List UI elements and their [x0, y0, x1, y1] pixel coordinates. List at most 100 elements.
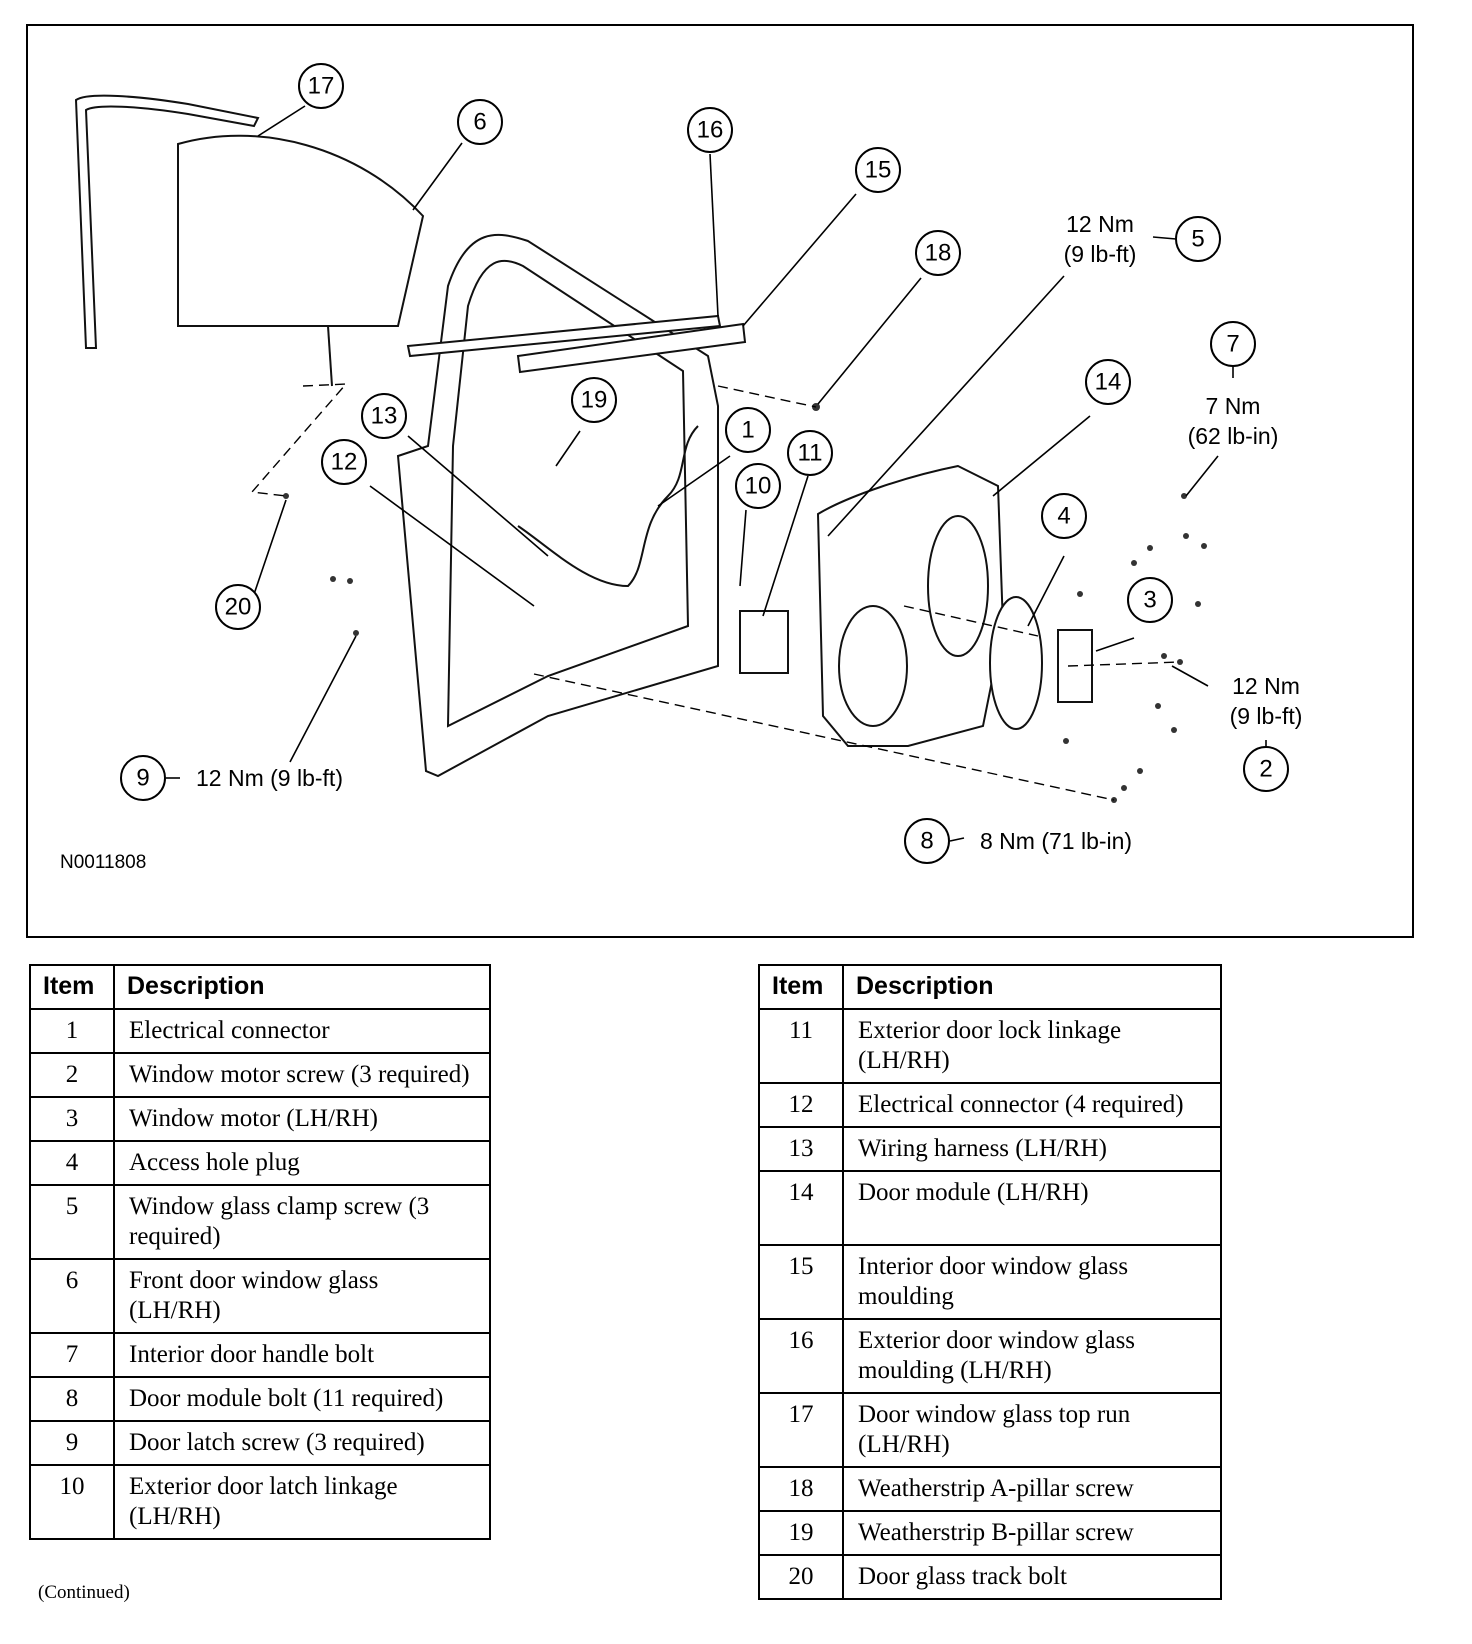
item-number: 16 — [758, 1318, 844, 1394]
svg-text:6: 6 — [473, 109, 486, 136]
door-shell — [396, 233, 719, 778]
torque-7-line2: (62 lb-in) — [1188, 423, 1279, 449]
svg-text:15: 15 — [865, 157, 892, 184]
svg-text:7: 7 — [1226, 331, 1239, 358]
item-number: 3 — [29, 1096, 115, 1142]
module-opening-2 — [927, 515, 989, 657]
glass-track — [327, 325, 333, 387]
item-description: Door latch screw (3 required) — [113, 1420, 491, 1466]
svg-text:20: 20 — [225, 594, 252, 621]
item-number: 11 — [758, 1008, 844, 1084]
item-description: Exterior door window glass moulding (LH/… — [842, 1318, 1222, 1394]
item-number: 9 — [29, 1420, 115, 1466]
item-description: Weatherstrip B-pillar screw — [842, 1510, 1222, 1556]
exploded-door-diagram: 17 6 16 15 18 5 7 14 19 13 1 11 10 12 4 … — [26, 24, 1414, 938]
item-description: Door module bolt (11 required) — [113, 1376, 491, 1422]
glass-top-run — [74, 94, 260, 349]
item-number: 10 — [29, 1464, 115, 1540]
interior-moulding — [516, 322, 747, 374]
svg-text:16: 16 — [697, 117, 724, 144]
module-opening-1 — [838, 605, 908, 727]
svg-text:11: 11 — [798, 440, 823, 467]
torque-5-line1: 12 Nm — [1066, 211, 1134, 237]
callout-19: 19 — [571, 377, 617, 423]
svg-text:10: 10 — [745, 473, 772, 500]
callout-13: 13 — [361, 393, 407, 439]
svg-text:14: 14 — [1095, 369, 1122, 396]
item-description: Door glass track bolt — [842, 1554, 1222, 1600]
torque-2-line1: 12 Nm — [1232, 673, 1300, 699]
item-number: 15 — [758, 1244, 844, 1320]
item-description: Door window glass top run (LH/RH) — [842, 1392, 1222, 1468]
item-description: Window motor screw (3 required) — [113, 1052, 491, 1098]
item-description: Electrical connector — [113, 1008, 491, 1054]
figure-id: N0011808 — [60, 852, 146, 873]
header-item: Item — [29, 964, 115, 1010]
callout-2: 2 — [1243, 746, 1289, 792]
callout-11: 11 — [787, 430, 833, 476]
item-description: Wiring harness (LH/RH) — [842, 1126, 1222, 1172]
svg-text:1: 1 — [741, 417, 754, 444]
callout-10: 10 — [735, 463, 781, 509]
callout-18: 18 — [915, 230, 961, 276]
callout-5: 5 — [1175, 216, 1221, 262]
item-description: Exterior door lock linkage (LH/RH) — [842, 1008, 1222, 1084]
header-description: Description — [842, 964, 1222, 1010]
window-glass — [177, 134, 425, 327]
item-number: 2 — [29, 1052, 115, 1098]
callout-4: 4 — [1041, 493, 1087, 539]
item-number: 7 — [29, 1332, 115, 1378]
svg-text:18: 18 — [925, 240, 952, 267]
item-number: 20 — [758, 1554, 844, 1600]
svg-text:4: 4 — [1057, 503, 1070, 530]
item-number: 5 — [29, 1184, 115, 1260]
item-number: 4 — [29, 1140, 115, 1186]
svg-text:9: 9 — [136, 765, 149, 792]
item-number: 1 — [29, 1008, 115, 1054]
svg-text:8: 8 — [920, 828, 933, 855]
torque-8: 8 Nm (71 lb-in) — [980, 828, 1132, 854]
callout-14: 14 — [1085, 359, 1131, 405]
assembly-line-8 — [533, 673, 1115, 801]
item-description: Interior door window glass moulding — [842, 1244, 1222, 1320]
callout-20: 20 — [215, 584, 261, 630]
item-number: 8 — [29, 1376, 115, 1422]
legend-header-row: Item Description — [29, 964, 491, 1010]
torque-5-line2: (9 lb-ft) — [1064, 241, 1137, 267]
callout-12: 12 — [321, 439, 367, 485]
callout-17: 17 — [298, 63, 344, 109]
item-number: 19 — [758, 1510, 844, 1556]
item-number: 6 — [29, 1258, 115, 1334]
assembly-line-20 — [250, 383, 348, 497]
torque-7-line1: 7 Nm — [1206, 393, 1261, 419]
bolt-markers — [283, 403, 1207, 803]
item-number: 13 — [758, 1126, 844, 1172]
exterior-moulding — [406, 314, 722, 358]
svg-text:3: 3 — [1143, 587, 1156, 614]
svg-text:17: 17 — [308, 73, 335, 100]
item-number: 14 — [758, 1170, 844, 1246]
callout-7: 7 — [1210, 321, 1256, 367]
item-description: Electrical connector (4 required) — [842, 1082, 1222, 1128]
item-number: 18 — [758, 1466, 844, 1512]
callout-6: 6 — [457, 99, 503, 145]
torque-9: 12 Nm (9 lb-ft) — [196, 765, 343, 791]
callout-16: 16 — [687, 107, 733, 153]
